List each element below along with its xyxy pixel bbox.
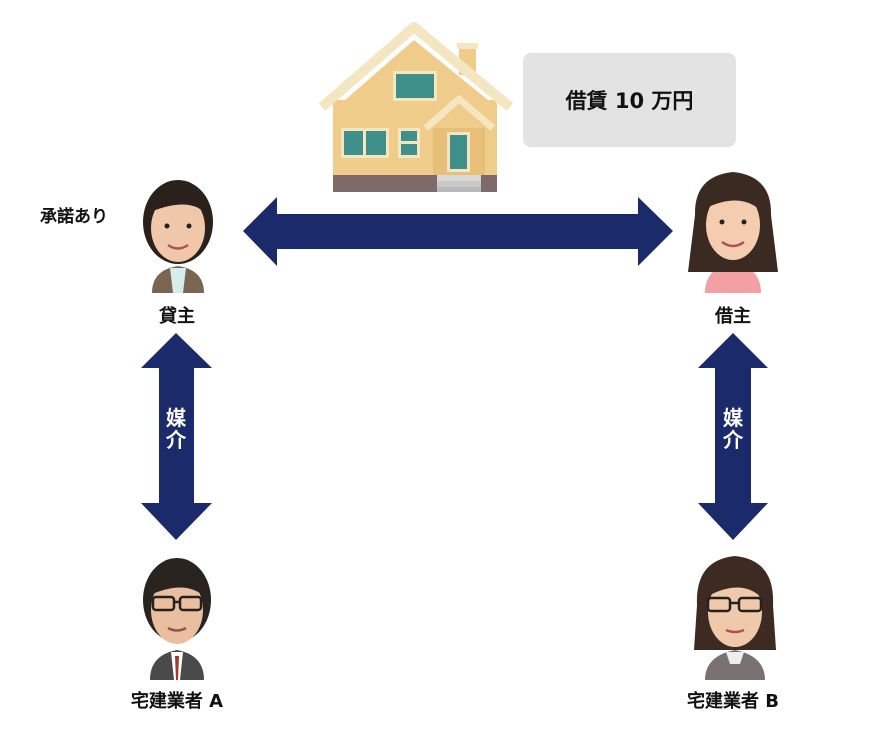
mediation-label-right: 媒 介 [723, 406, 743, 452]
agent-b-label: 宅建業者 B [687, 691, 779, 712]
mediation-label-left: 媒 介 [166, 406, 186, 452]
consent-label: 承諾あり [40, 207, 108, 227]
agent-a-label: 宅建業者 A [130, 691, 224, 712]
rent-amount-text: 借賃 10 万円 [565, 89, 694, 113]
rent-amount-box: 借賃 10 万円 [523, 53, 736, 147]
lessor-label: 貸主 [159, 306, 195, 327]
lessee-label: 借主 [715, 306, 751, 327]
